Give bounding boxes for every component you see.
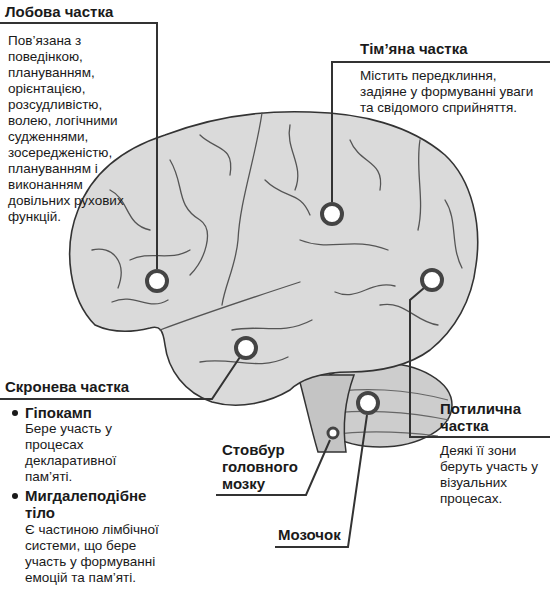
structure-heading: Мигдалеподібне тіло	[25, 487, 155, 521]
callout-marker	[422, 270, 442, 290]
cerebrum-shape	[70, 112, 478, 406]
bullet-dot	[12, 493, 18, 499]
leader-line	[410, 288, 550, 437]
lobe-heading: Потилична частка	[440, 400, 545, 434]
sulcus-line	[170, 160, 207, 275]
bullet-dot	[12, 410, 18, 416]
sulcus-line	[418, 140, 421, 230]
callout-marker	[322, 204, 342, 224]
lobe-heading: Лобова частка	[5, 3, 205, 20]
sulcus-line	[112, 299, 168, 304]
callout-marker	[328, 428, 338, 438]
sulcus-line	[265, 180, 310, 215]
sulcus-line	[445, 200, 462, 268]
lateral-sulcus	[160, 282, 300, 330]
lobe-description: Містить передклиння, задіяне у формуванн…	[360, 68, 542, 116]
structure-description: Є частиною лімбічної системи, що бере уч…	[25, 522, 165, 586]
lobe-description: Пов’язана з поведінкою, плануванням, орі…	[8, 33, 130, 225]
lobe-heading: Скронева частка	[5, 378, 205, 395]
callout-marker	[358, 393, 378, 413]
structure-heading: Стовбур головного мозку	[222, 441, 310, 492]
cerebellum-fold	[330, 432, 438, 436]
structure-heading: Гіпокамп	[25, 404, 155, 421]
sulcus-line	[289, 125, 298, 190]
sulcus-line	[232, 320, 312, 330]
leader-line	[0, 23, 157, 269]
sulcus-line	[200, 135, 231, 175]
leader-line	[332, 62, 550, 202]
leader-line	[216, 440, 330, 495]
central-sulcus	[222, 113, 262, 305]
sulcus-line	[300, 240, 388, 250]
sulcus-line	[130, 250, 190, 260]
lobe-heading: Тім’яна частка	[360, 40, 545, 57]
leader-line	[0, 357, 240, 399]
lobe-description: Деякі її зони беруть участь у візуальних…	[440, 443, 545, 507]
brainstem-shape	[298, 375, 354, 452]
structure-heading: Мозочок	[278, 526, 398, 543]
sulcus-line	[335, 285, 395, 295]
callout-markers	[147, 204, 442, 438]
sulcus-line	[92, 249, 121, 288]
bullet-group	[12, 410, 18, 499]
structure-description: Бере участь у процесах декларативної пам…	[25, 421, 125, 485]
callout-marker	[236, 338, 256, 358]
brain-sulci	[92, 113, 462, 364]
callout-marker	[147, 271, 167, 291]
leader-lines	[0, 23, 550, 547]
sulcus-line	[350, 140, 381, 190]
